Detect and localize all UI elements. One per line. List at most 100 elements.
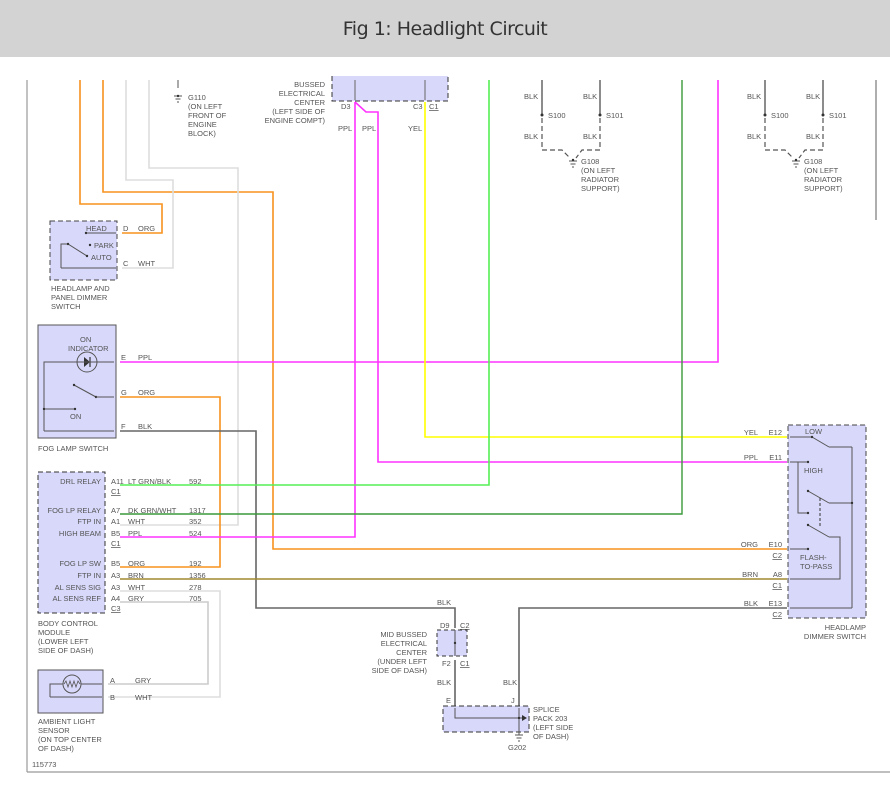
hps-label-3: SWITCH: [51, 302, 81, 311]
bcm-label-2: MODULE: [38, 628, 70, 637]
g108l-wire-3: BLK: [524, 132, 538, 141]
bcm-row-circuit: 192: [189, 559, 202, 568]
hps-pin-c: C: [123, 259, 129, 268]
g108l-label-4: SUPPORT): [581, 184, 620, 193]
wire-blk-e13: [518, 607, 787, 708]
wire-ppl-high-beam: [120, 102, 356, 538]
wire-ppl-e11: [354, 101, 787, 463]
splice-pin-e: E: [446, 696, 451, 705]
g108l-wire-1: BLK: [524, 92, 538, 101]
g108l-wire-4: BLK: [583, 132, 597, 141]
g108l-label-1: G108: [581, 157, 599, 166]
dimmer-pin-connector: C2: [772, 551, 782, 560]
bcm-row-name: AL SENS REF: [53, 594, 102, 603]
wire-wht-al-sig: [108, 590, 221, 698]
bussed-conn-c1: C1: [429, 102, 439, 111]
bcm-row-pin: A4: [111, 594, 120, 603]
g110-label-5: BLOCK): [188, 129, 216, 138]
hps-park-label: PARK: [94, 241, 114, 250]
hps-auto-label: AUTO: [91, 253, 112, 262]
bcm-label-4: SIDE OF DASH): [38, 646, 94, 655]
bcm-row-circuit: 1356: [189, 571, 206, 580]
wire-gry-al-ref: [108, 601, 209, 685]
wire-dkgrn-fog-relay: [120, 80, 683, 515]
ground-icon: [569, 158, 577, 168]
fog-on-label: ON: [70, 412, 81, 421]
dimmer-pin-id: E12: [769, 428, 782, 437]
wires: [79, 80, 877, 708]
fog-pin-f: F: [121, 422, 126, 431]
mid-conn-c2: C2: [460, 621, 470, 630]
mid-label-4: (UNDER LEFT: [377, 657, 427, 666]
g108l-wire-2: BLK: [583, 92, 597, 101]
bcm-row-connector: C1: [111, 539, 121, 548]
bcm-row-pin: A3: [111, 571, 120, 580]
hps-pin-d: D: [123, 224, 129, 233]
dimmer-pin-wire: ORG: [741, 540, 758, 549]
als-label-4: OF DASH): [38, 744, 74, 753]
bussed-pin-d3: D3: [341, 102, 351, 111]
wire-org-fog-g: [120, 396, 221, 568]
g108l-splice-2: S101: [606, 111, 624, 120]
bcm-row-circuit: 524: [189, 529, 202, 538]
als-pin-a: A: [110, 676, 115, 685]
g110-label-1: G110: [188, 93, 206, 102]
dimmer-pin-wire: BRN: [742, 570, 758, 579]
g108l-label-2: (ON LEFT: [581, 166, 616, 175]
hps-wire-wht: WHT: [138, 259, 155, 268]
wiring-diagram: BUSSED ELECTRICAL CENTER (LEFT SIDE OF E…: [26, 76, 890, 773]
mid-wire-blk-top: BLK: [437, 598, 451, 607]
mid-label-3: CENTER: [396, 648, 427, 657]
bcm-row-wire: LT GRN/BLK: [128, 477, 171, 486]
g110-label-4: ENGINE: [188, 120, 217, 129]
bussed-wire-ppl-1: PPL: [338, 124, 352, 133]
dimmer-pin-id: E11: [769, 453, 782, 462]
splice-pin-j: J: [511, 696, 515, 705]
dimmer-pin-id: A8: [773, 570, 782, 579]
als-pin-b: B: [110, 693, 115, 702]
g110-label-3: FRONT OF: [188, 111, 227, 120]
dimmer-pin-connector: C1: [772, 581, 782, 590]
bcm-row-wire: WHT: [128, 583, 145, 592]
hps-label-2: PANEL DIMMER: [51, 293, 108, 302]
bcm-row-pin: A3: [111, 583, 120, 592]
dimmer-pin-id: E13: [769, 599, 782, 608]
mid-bussed-electrical-center: D9 C2 F2 C1 MID BUSSED ELECTRICAL CENTER…: [372, 598, 470, 687]
bcm-row-circuit: 592: [189, 477, 202, 486]
als-wire-gry: GRY: [135, 676, 151, 685]
g108r-wire-2: BLK: [806, 92, 820, 101]
dimmer-flash-label-1: FLASH-: [800, 553, 827, 562]
bussed-wire-ppl-2: PPL: [362, 124, 376, 133]
fog-wire-blk: BLK: [138, 422, 152, 431]
g108-left-ground: BLK BLK S100 S101 BLK BLK G108 (ON LEFT …: [524, 80, 624, 193]
als-wire-wht: WHT: [135, 693, 152, 702]
bcm-row-name: FTP IN: [77, 571, 101, 580]
splice-wire-blk: BLK: [503, 678, 517, 687]
g108r-label-1: G108: [804, 157, 822, 166]
bcm-row-name: AL SENS SIG: [55, 583, 102, 592]
splice-ground-g202: G202: [508, 743, 526, 752]
bussed-label-4: (LEFT SIDE OF: [272, 107, 325, 116]
bcm-row-circuit: 1317: [189, 506, 206, 515]
bcm-row-wire: GRY: [128, 594, 144, 603]
g108r-splice-1: S100: [771, 111, 789, 120]
fog-indicator-2: INDICATOR: [68, 344, 109, 353]
bcm-row-wire: ORG: [128, 559, 145, 568]
figure-title: Fig 1: Headlight Circuit: [342, 17, 548, 40]
ground-icon: [174, 94, 182, 103]
bussed-label-3: CENTER: [294, 98, 325, 107]
hps-label-1: HEADLAMP AND: [51, 284, 110, 293]
als-label-1: AMBIENT LIGHT: [38, 717, 96, 726]
g110-label-2: (ON LEFT: [188, 102, 223, 111]
g108r-wire-3: BLK: [747, 132, 761, 141]
als-label-3: (ON TOP CENTER: [38, 735, 102, 744]
bcm-row-pin: A1: [111, 517, 120, 526]
photoresistor-icon: [63, 679, 81, 689]
dimmer-low-label: LOW: [805, 427, 823, 436]
bcm-row-name: DRL RELAY: [60, 477, 101, 486]
bussed-pin-c3: C3: [413, 102, 423, 111]
als-label-2: SENSOR: [38, 726, 70, 735]
g108r-wire-4: BLK: [806, 132, 820, 141]
wire-wht-a1: [120, 80, 239, 526]
